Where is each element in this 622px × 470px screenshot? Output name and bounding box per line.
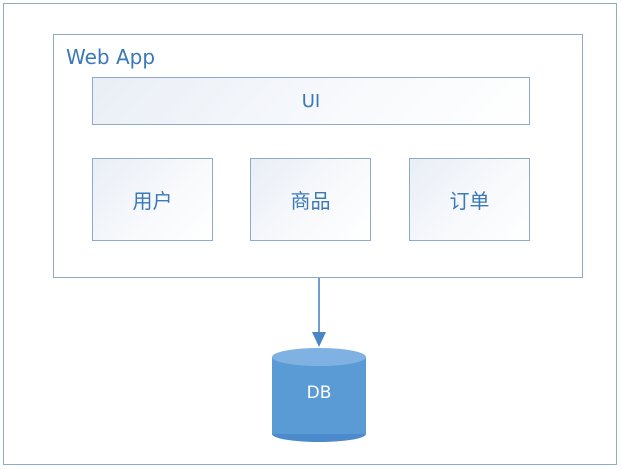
module-label-users: 用户	[132, 189, 173, 213]
web-app-label: Web App	[66, 45, 156, 69]
module-label-products: 商品	[290, 189, 331, 213]
ui-layer-box: UI	[92, 77, 530, 125]
ui-layer-label: UI	[301, 90, 321, 112]
db-label: DB	[306, 383, 332, 403]
module-box-orders: 订单	[409, 158, 530, 241]
module-box-users: 用户	[92, 158, 213, 241]
module-label-orders: 订单	[449, 189, 490, 213]
module-box-products: 商品	[250, 158, 371, 241]
web-app-container	[53, 34, 583, 278]
